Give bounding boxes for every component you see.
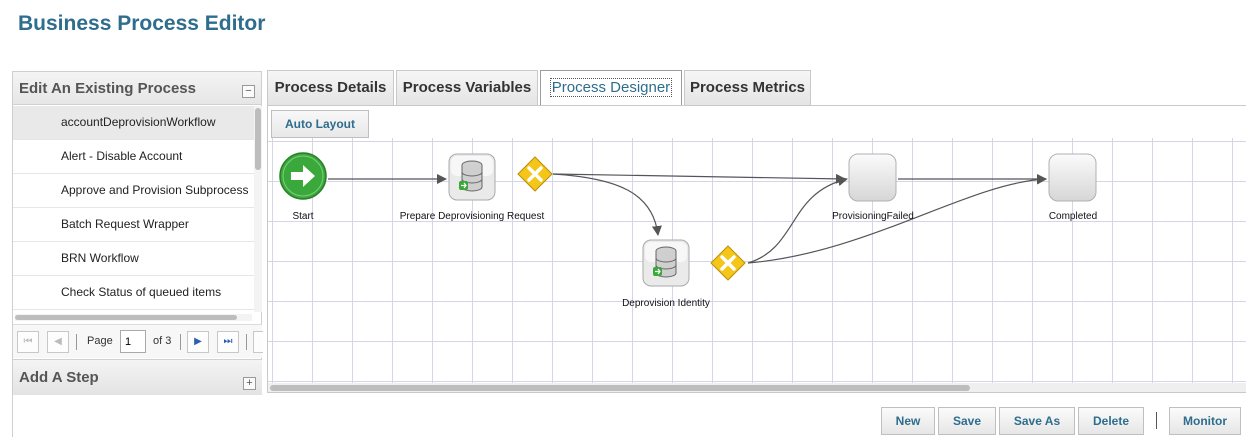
canvas-horizontal-scrollbar[interactable] bbox=[268, 383, 1246, 392]
panel-header: Edit An Existing Process − bbox=[13, 72, 261, 105]
next-page-icon[interactable]: ▶ bbox=[187, 331, 209, 353]
monitor-button[interactable]: Monitor bbox=[1169, 407, 1241, 435]
connector-gateway-failed bbox=[552, 173, 846, 184]
tab-process-variables[interactable]: Process Variables bbox=[396, 70, 538, 105]
auto-layout-button[interactable]: Auto Layout bbox=[271, 110, 369, 138]
expand-icon[interactable]: + bbox=[243, 377, 256, 390]
connector-deprovision-failed bbox=[747, 176, 848, 264]
save-as-button[interactable]: Save As bbox=[999, 407, 1075, 435]
database-script-icon[interactable] bbox=[448, 153, 496, 201]
page-count-label: of 3 bbox=[153, 335, 172, 347]
gateway-icon[interactable] bbox=[710, 245, 746, 281]
database-script-icon[interactable] bbox=[642, 239, 690, 287]
prepare-node-label: Prepare Deprovisioning Request bbox=[399, 211, 545, 222]
transition-connectors bbox=[328, 173, 1047, 264]
list-item[interactable]: Approve and Provision Subprocess bbox=[13, 174, 254, 208]
delete-button[interactable]: Delete bbox=[1078, 407, 1144, 435]
page-number-input[interactable] bbox=[120, 330, 146, 353]
blank-step-icon[interactable] bbox=[848, 153, 898, 203]
process-designer: Auto Layout Start bbox=[267, 105, 1246, 393]
gateway-icon[interactable] bbox=[517, 156, 553, 192]
list-item[interactable]: accountDeprovisionWorkflow bbox=[13, 106, 254, 140]
action-bar: New Save Save As Delete Monitor bbox=[12, 395, 1246, 437]
first-page-icon[interactable]: ⏮ bbox=[17, 331, 39, 353]
list-vertical-scrollbar[interactable] bbox=[254, 106, 262, 312]
panel-title: Edit An Existing Process bbox=[19, 80, 196, 97]
deprovision-node-label: Deprovision Identity bbox=[622, 298, 710, 309]
add-step-panel-header[interactable]: Add A Step + bbox=[13, 359, 262, 395]
button-divider bbox=[1156, 412, 1157, 429]
tab-process-designer[interactable]: Process Designer bbox=[540, 70, 682, 106]
tab-process-metrics[interactable]: Process Metrics bbox=[684, 70, 811, 105]
process-list: accountDeprovisionWorkflow Alert - Disab… bbox=[13, 106, 254, 312]
refresh-icon[interactable] bbox=[253, 331, 263, 353]
list-item[interactable]: Check Status of queued items bbox=[13, 276, 254, 310]
list-item[interactable]: Batch Request Wrapper bbox=[13, 208, 254, 242]
list-horizontal-scrollbar[interactable] bbox=[15, 314, 252, 321]
last-page-icon[interactable]: ⏭ bbox=[217, 331, 239, 353]
prev-page-icon[interactable]: ◀ bbox=[47, 331, 69, 353]
save-button[interactable]: Save bbox=[938, 407, 996, 435]
connector-layer bbox=[328, 173, 1047, 264]
start-node-label: Start bbox=[292, 211, 314, 222]
connector-gateway-deprovision bbox=[552, 173, 662, 236]
start-node-icon[interactable] bbox=[278, 151, 328, 201]
list-item[interactable]: Alert - Disable Account bbox=[13, 140, 254, 174]
pager: ⏮ ◀ Page of 3 ▶ ⏭ bbox=[13, 324, 263, 358]
designer-canvas[interactable]: Start Prepare Deprovisioning Request bbox=[268, 138, 1246, 383]
edit-existing-process-panel: Edit An Existing Process − accountDeprov… bbox=[12, 71, 263, 395]
list-item[interactable]: BRN Workflow bbox=[13, 242, 254, 276]
completed-node-label: Completed bbox=[1048, 211, 1098, 222]
collapse-icon[interactable]: − bbox=[242, 85, 255, 98]
add-step-title: Add A Step bbox=[19, 369, 99, 386]
page-label: Page bbox=[87, 335, 113, 347]
connector-deprovision-completed bbox=[747, 174, 1047, 264]
blank-step-icon[interactable] bbox=[1048, 153, 1098, 203]
tab-process-details[interactable]: Process Details bbox=[267, 70, 394, 105]
new-button[interactable]: New bbox=[881, 407, 935, 435]
page-title: Business Process Editor bbox=[18, 12, 266, 35]
failed-node-label: ProvisioningFailed bbox=[832, 211, 914, 222]
